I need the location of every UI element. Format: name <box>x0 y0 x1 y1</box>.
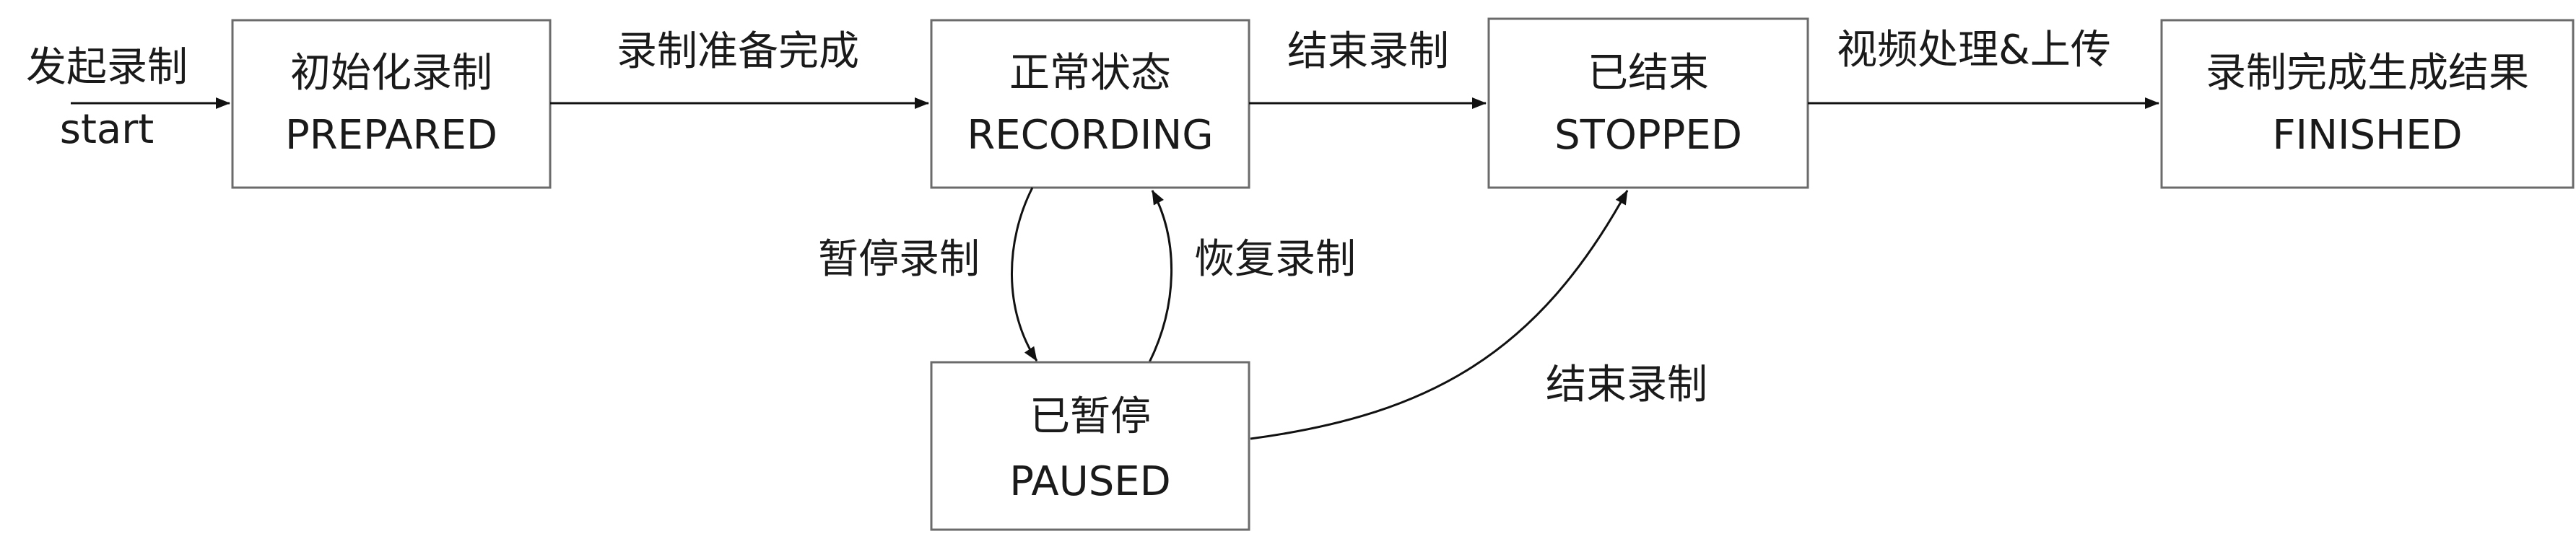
state-prepared: 初始化录制 PREPARED <box>231 19 552 189</box>
state-prepared-label-en: PREPARED <box>285 112 497 159</box>
state-stopped-label-en: STOPPED <box>1554 112 1742 159</box>
state-prepared-label-cn: 初始化录制 <box>290 50 492 97</box>
state-recording-label-cn: 正常状态 <box>1009 50 1171 97</box>
edge-recording-to-paused-label: 暂停录制 <box>818 236 980 283</box>
state-paused-box <box>930 361 1250 531</box>
edge-paused-to-recording <box>1148 190 1173 363</box>
start-label-en: start <box>60 106 154 153</box>
state-finished-label-cn: 录制完成生成结果 <box>2206 50 2529 97</box>
edge-recording-to-stopped-label: 结束录制 <box>1287 28 1449 75</box>
state-finished: 录制完成生成结果 FINISHED <box>2160 19 2575 189</box>
state-prepared-box <box>231 19 552 189</box>
state-paused-label-cn: 已暂停 <box>1030 393 1151 440</box>
edge-paused-to-stopped-label: 结束录制 <box>1546 362 1707 408</box>
state-finished-label-en: FINISHED <box>2272 112 2462 159</box>
state-recording: 正常状态 RECORDING <box>930 19 1250 189</box>
edge-prepared-to-recording-label: 录制准备完成 <box>617 28 859 75</box>
edge-paused-to-recording-label: 恢复录制 <box>1194 236 1356 283</box>
edge-recording-to-paused <box>1011 187 1038 362</box>
state-recording-label-en: RECORDING <box>967 112 1213 159</box>
state-stopped-label-cn: 已结束 <box>1588 50 1709 97</box>
edge-paused-to-stopped <box>1250 190 1629 440</box>
state-recording-box <box>930 19 1250 189</box>
state-stopped-box <box>1487 17 1809 189</box>
state-paused-label-en: PAUSED <box>1009 458 1171 505</box>
state-finished-box <box>2160 19 2575 189</box>
edge-stopped-to-finished-label: 视频处理&上传 <box>1837 27 2111 74</box>
start-label-cn: 发起录制 <box>26 44 188 91</box>
state-paused: 已暂停 PAUSED <box>930 361 1250 531</box>
state-stopped: 已结束 STOPPED <box>1487 17 1809 189</box>
